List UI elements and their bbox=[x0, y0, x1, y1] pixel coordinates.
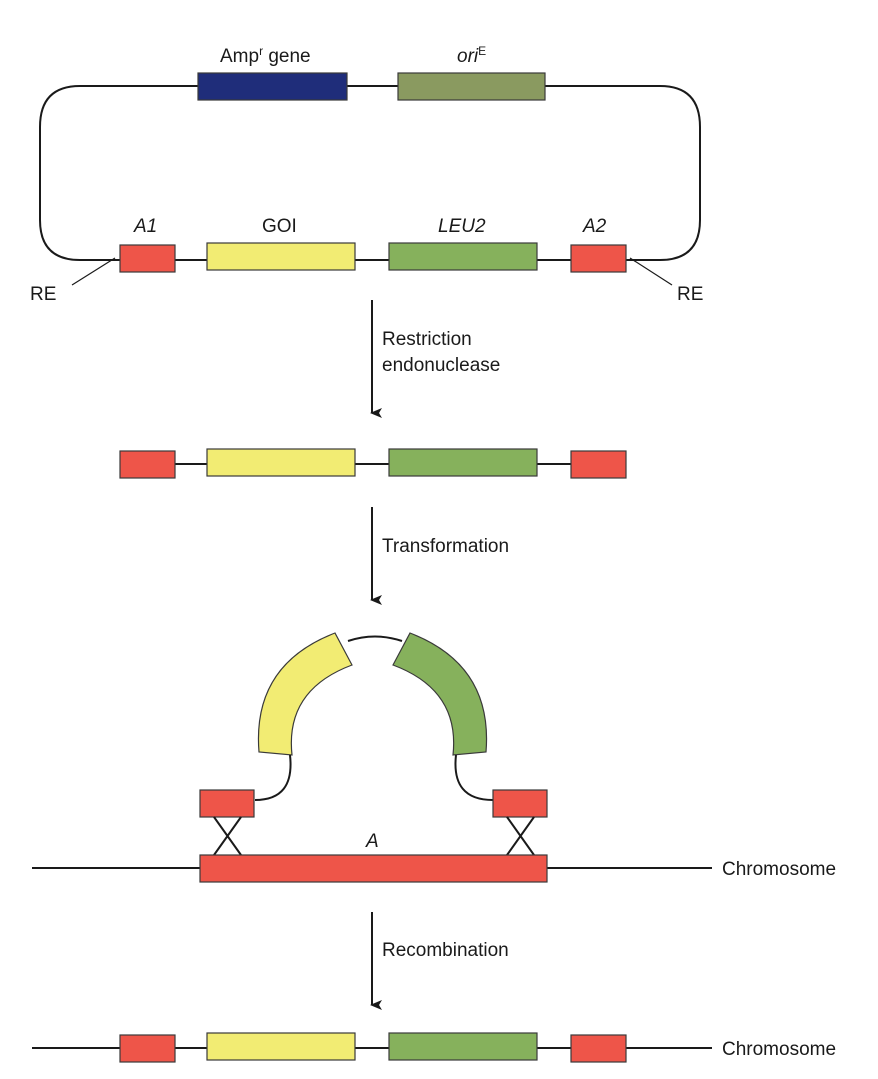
loop-left-tail bbox=[254, 754, 292, 801]
goi-arc bbox=[257, 632, 353, 756]
a-locus-label: A bbox=[365, 831, 379, 852]
integrated-chromosome: Chromosome bbox=[32, 1032, 836, 1063]
recombination-loop: A Chromosome bbox=[32, 632, 836, 883]
re-right-label: RE bbox=[677, 284, 703, 305]
plasmid: Ampr gene oriE A1 GOI LEU2 A2 RE RE bbox=[30, 44, 703, 305]
restriction-label-line1: Restriction bbox=[382, 329, 472, 350]
crossover-left bbox=[213, 816, 242, 856]
plasmid-backbone bbox=[39, 85, 701, 261]
linear-fragment bbox=[119, 448, 627, 479]
fragment-leu2-box bbox=[388, 448, 538, 477]
fragment-goi-box bbox=[206, 448, 356, 477]
final-a2-box bbox=[570, 1034, 627, 1063]
loop-a1-box bbox=[199, 789, 255, 818]
step-transformation: Transformation bbox=[370, 507, 509, 605]
ori-box bbox=[397, 72, 546, 101]
a1-box bbox=[119, 244, 176, 273]
loop-right-tail bbox=[454, 754, 494, 801]
a2-label: A2 bbox=[582, 216, 607, 237]
a1-label: A1 bbox=[133, 216, 157, 237]
step-restriction: Restriction endonuclease bbox=[370, 300, 500, 418]
a-locus-box bbox=[199, 854, 548, 883]
ampr-gene-label: Ampr gene bbox=[220, 44, 311, 67]
leu2-box bbox=[388, 242, 538, 271]
final-a1-box bbox=[119, 1034, 176, 1063]
re-left-pointer bbox=[71, 257, 116, 286]
fragment-a1-box bbox=[119, 450, 176, 479]
ampr-gene-box bbox=[197, 72, 348, 101]
chromosome-bottom-label: Chromosome bbox=[722, 1039, 836, 1060]
chromosome-top-label: Chromosome bbox=[722, 859, 836, 880]
re-right-pointer bbox=[629, 257, 673, 286]
recombination-label: Recombination bbox=[382, 940, 509, 961]
fragment-a2-box bbox=[570, 450, 627, 479]
step-recombination: Recombination bbox=[370, 912, 509, 1010]
a2-box bbox=[570, 244, 627, 273]
leu2-label: LEU2 bbox=[438, 216, 486, 237]
final-goi-box bbox=[206, 1032, 356, 1061]
goi-box bbox=[206, 242, 356, 271]
restriction-label-line2: endonuclease bbox=[382, 355, 500, 376]
re-left-label: RE bbox=[30, 284, 56, 305]
transformation-label: Transformation bbox=[382, 536, 509, 557]
loop-a2-box bbox=[492, 789, 548, 818]
leu2-arc bbox=[392, 632, 488, 756]
ori-label: oriE bbox=[457, 44, 486, 67]
final-leu2-box bbox=[388, 1032, 538, 1061]
loop-top-line bbox=[347, 635, 403, 642]
crossover-right bbox=[506, 816, 535, 856]
goi-label: GOI bbox=[262, 216, 297, 237]
